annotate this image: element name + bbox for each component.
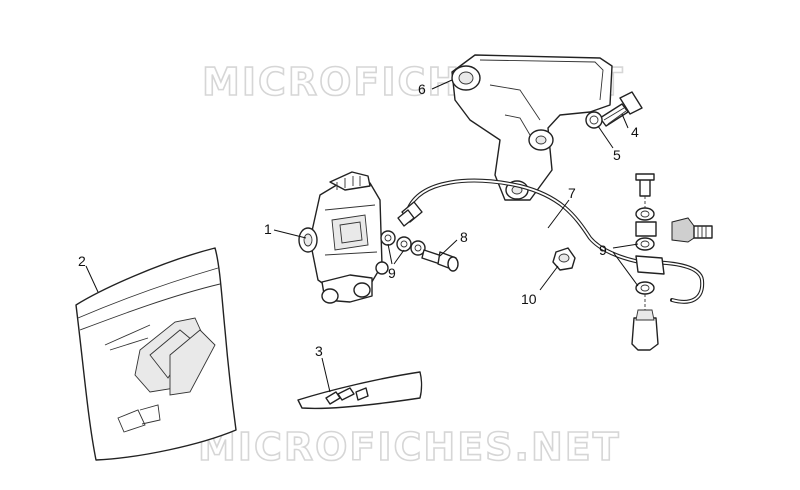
part-7-brake-hose xyxy=(397,178,705,304)
part-3-small-parts-bag xyxy=(297,371,423,410)
callout-3: 3 xyxy=(315,343,323,359)
callout-1: 1 xyxy=(264,221,272,237)
callout-7: 7 xyxy=(568,185,576,201)
callout-8: 8 xyxy=(460,229,468,245)
leader-lines xyxy=(85,79,639,393)
callout-10: 10 xyxy=(521,291,537,307)
part-9-washers-caliper xyxy=(380,230,426,256)
callout-6: 6 xyxy=(418,81,426,97)
callout-2: 2 xyxy=(78,253,86,269)
part-10-grommet xyxy=(552,247,576,271)
callout-4: 4 xyxy=(631,124,639,140)
part-8-banjo-bolt xyxy=(421,249,459,272)
part-4-bolt xyxy=(599,91,643,127)
callout-9-caliper: 9 xyxy=(388,265,396,281)
right-fitting-assembly xyxy=(631,173,713,351)
part-1-brake-caliper xyxy=(298,171,389,304)
part-5-washer xyxy=(585,111,603,129)
watermark-bottom: MICROFICHES.NET xyxy=(198,425,621,469)
callout-9-right: 9 xyxy=(599,242,607,258)
callout-5: 5 xyxy=(613,147,621,163)
part-6-caliper-bracket xyxy=(451,54,613,201)
part-2-pad-kit-bag xyxy=(75,247,237,461)
